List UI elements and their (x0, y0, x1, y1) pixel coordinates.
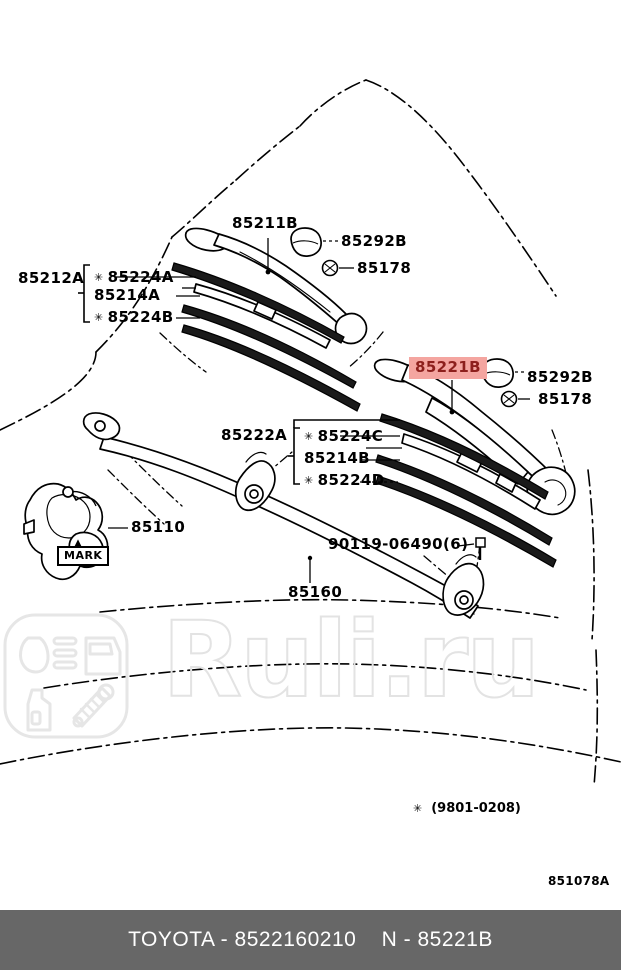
leader-right-group-upper (347, 331, 384, 369)
hood-line-lower (0, 727, 621, 765)
leader-dot-85211B (265, 269, 271, 275)
left-nut-detail (324, 263, 336, 273)
label-85224B: 85224B (94, 310, 174, 325)
bottom-info-bar: TOYOTA - 8522160210 N - 85221B (0, 910, 621, 970)
label-85292B-left: 85292B (341, 232, 408, 250)
right-cap-85292B (481, 358, 514, 388)
right-wiper-assembly (288, 358, 576, 568)
windshield-right-edge (365, 79, 557, 297)
hood-line-upper (99, 598, 561, 619)
right-blade-clip-b (495, 473, 517, 493)
windshield-left-edge-upper (235, 125, 301, 181)
left-wiper-assembly (78, 227, 368, 412)
label-85292B-right: 85292B (527, 368, 594, 386)
label-85224C: 85224C (304, 429, 383, 444)
left-arm-spine (239, 251, 331, 313)
left-cap-detail (292, 240, 319, 245)
label-85224A: 85224A (94, 270, 174, 285)
right-arm-pivot-inner (544, 479, 567, 506)
leader-motor-lower (107, 469, 165, 525)
left-blade-holder (193, 283, 331, 349)
bolt-head-90119 (475, 537, 486, 548)
left-small-parts (290, 227, 354, 277)
right-nut-detail (503, 394, 515, 404)
left-rubber-a (171, 262, 345, 344)
motor-output-shaft (62, 486, 74, 498)
diagram-canvas: 85211B 85292B 85178 85212A 85224A 85214A… (0, 0, 621, 910)
leader-90119 (457, 543, 475, 547)
body-right-edge (587, 469, 595, 641)
footnote-star-icon: ✳ (413, 802, 423, 815)
motor-connector (23, 519, 35, 535)
left-cap-85292B (290, 227, 322, 257)
diagram-id: 851078A (548, 874, 610, 888)
label-85211B: 85211B (232, 214, 299, 232)
label-85214A: 85214A (94, 286, 161, 304)
footnote-text: (9801-0208) (431, 801, 521, 816)
right-rubber-c (379, 413, 549, 500)
right-rubber-e (375, 475, 557, 568)
body-right-edge-lower (593, 649, 599, 787)
part-number-caption: TOYOTA - 8522160210 N - 85221B (128, 928, 493, 951)
bracket-85222A-top (293, 419, 400, 428)
label-85212A: 85212A (18, 269, 85, 287)
left-rubber-c (181, 324, 361, 412)
label-85214B: 85214B (304, 449, 371, 467)
pivot-bracket-left-tab (245, 451, 267, 463)
pivot-shaft-left (249, 489, 259, 499)
pivot-shaft-right (459, 595, 469, 605)
right-rubber-d (375, 454, 553, 546)
label-85221B-highlighted: 85221B (409, 357, 488, 379)
label-90119-06490: 90119-06490(6) (328, 535, 469, 553)
mark-box: MARK (57, 546, 110, 566)
footnote-date-range: ✳ (9801-0208) (413, 801, 521, 816)
label-85178-right: 85178 (538, 390, 593, 408)
label-85178-left: 85178 (357, 259, 412, 277)
motor-and-linkage (23, 412, 486, 619)
label-85160: 85160 (288, 583, 343, 601)
hood-line-middle (43, 662, 587, 691)
cowl-left-edge (95, 236, 173, 353)
link-rod-left-bushing (94, 420, 106, 432)
right-blade-holder (401, 433, 541, 510)
windshield-left-edge-lower (171, 179, 237, 238)
leader-left-group (159, 332, 207, 373)
leader-dot-85221B (449, 409, 455, 415)
leader-dot-85160 (307, 555, 313, 561)
label-85224D: 85224D (304, 473, 385, 488)
left-rubber-b (181, 304, 357, 389)
pivot-bracket-right-tab (455, 554, 477, 565)
label-85222A: 85222A (221, 426, 288, 444)
windshield-top-left-edge (299, 79, 367, 127)
fender-line-left (0, 351, 97, 431)
label-85110: 85110 (131, 518, 186, 536)
right-small-parts (481, 358, 530, 408)
